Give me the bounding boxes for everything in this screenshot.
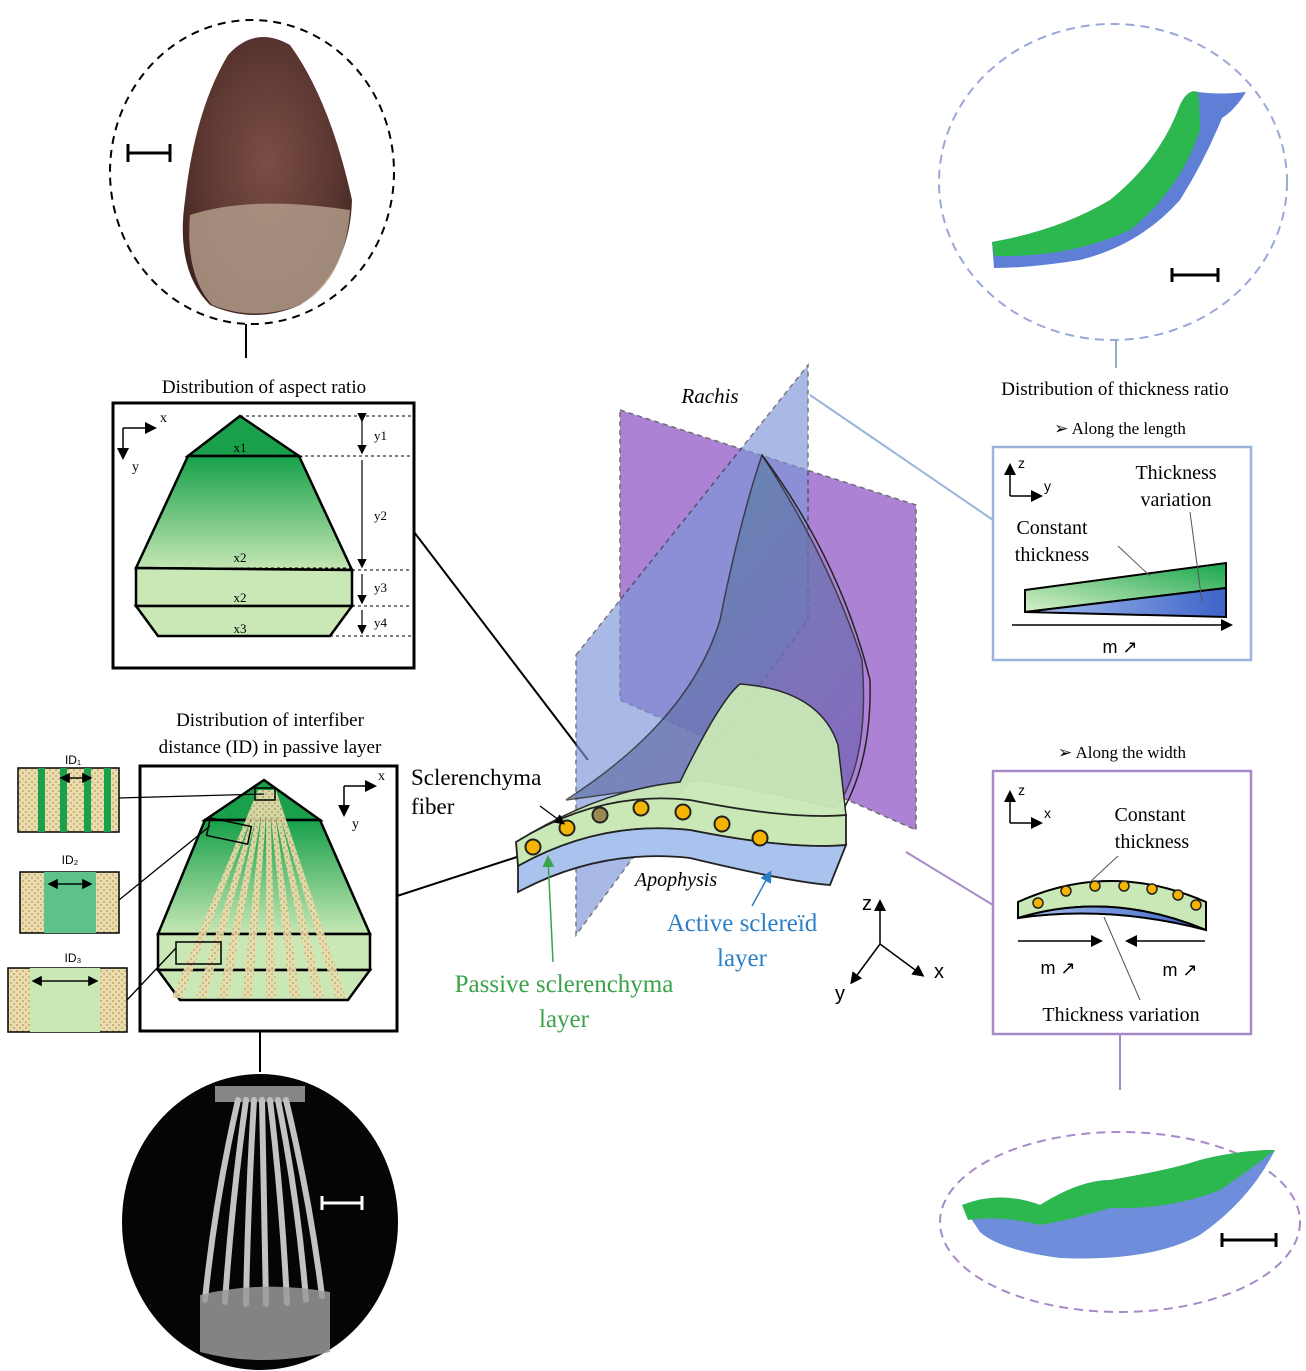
width-heading: ➢ Along the width [1058,743,1187,762]
width-axis-x: x [1044,805,1051,821]
interfiber-axis-y: y [352,817,359,832]
aspect-label-x3: x3 [234,621,247,636]
length-heading: ➢ Along the length [1054,419,1186,438]
aspect-axes-icon [117,422,157,460]
rachis-label: Rachis [680,384,738,408]
aspect-panel-title: Distribution of aspect ratio [162,377,366,398]
xyz-axis-x: x [934,961,944,983]
length-variation-2: variation [1140,489,1211,511]
aspect-label-x1: x1 [234,440,247,455]
aspect-axis-x: x [160,411,167,426]
id3-label: ID₃ [65,951,82,965]
xyz-axis-z: z [862,893,872,915]
interfiber-title-line2: distance (ID) in passive layer [159,737,382,758]
aspect-label-x2b: x2 [234,590,247,605]
interfiber-title-line1: Distribution of interfiber [176,710,365,731]
ct-scan-image [122,1074,398,1370]
aspect-axis-y: y [132,460,139,475]
id1-label: ID₁ [65,753,81,767]
id3-inset [7,967,128,1033]
id2-inset [19,871,120,934]
scale-photo-base [189,203,350,314]
aspect-label-y4: y4 [374,615,388,630]
length-constant-2: thickness [1015,544,1090,566]
length-section-photo-group [938,23,1288,341]
aspect-label-y2: y2 [374,508,387,523]
aspect-label-y1: y1 [374,428,387,443]
width-axes-icon [1004,790,1043,829]
interfiber-axes-icon [338,780,377,817]
xyz-axes-icon [850,899,925,985]
sclerenchyma-fiber-label-2: fiber [411,794,455,819]
thickness-panel-title: Distribution of thickness ratio [1001,379,1228,400]
active-layer-label-1: Active sclereïd [667,910,818,937]
width-section-photo-group [939,1131,1301,1313]
passive-layer-label-2: layer [539,1006,590,1033]
3d-scale-model [515,362,917,938]
xyz-axis-y: y [835,983,845,1005]
id1-inset [17,767,120,833]
width-constant-1: Constant [1114,804,1186,826]
scale-bar-icon [126,144,172,162]
width-variation: Thickness variation [1042,1004,1199,1026]
ct-scale-bar-icon [320,1196,364,1210]
length-axes-icon [1004,463,1043,502]
length-m-label: m ↗ [1102,637,1137,657]
aspect-guides [205,415,412,637]
length-variation-1: Thickness [1135,462,1216,484]
length-scale-bar-icon [1170,268,1220,282]
width-constant-2: thickness [1115,831,1190,853]
length-constant-1: Constant [1016,517,1088,539]
scale-shape [133,414,355,638]
width-m-left: m ↗ [1040,958,1075,978]
length-axis-z: z [1018,455,1025,471]
width-arch [1017,880,1207,932]
fiber-dots [524,799,769,856]
aspect-label-x2a: x2 [234,550,247,565]
aspect-label-y3: y3 [374,580,387,595]
scale-photo-group [109,19,395,358]
active-layer-label-2: layer [717,945,768,972]
width-m-right: m ↗ [1162,960,1197,980]
passive-layer-label-1: Passive sclerenchyma [455,971,674,998]
interfiber-axis-x: x [378,769,385,784]
width-axis-z: z [1018,782,1025,798]
apophysis-label: Apophysis [633,869,717,891]
length-axis-y: y [1044,478,1051,494]
interfiber-shape [155,778,373,1002]
width-scale-bar-icon [1220,1233,1278,1247]
id2-label: ID₂ [62,853,79,867]
length-wedge [1024,561,1227,619]
sclerenchyma-fiber-label-1: Sclerenchyma [411,765,541,790]
